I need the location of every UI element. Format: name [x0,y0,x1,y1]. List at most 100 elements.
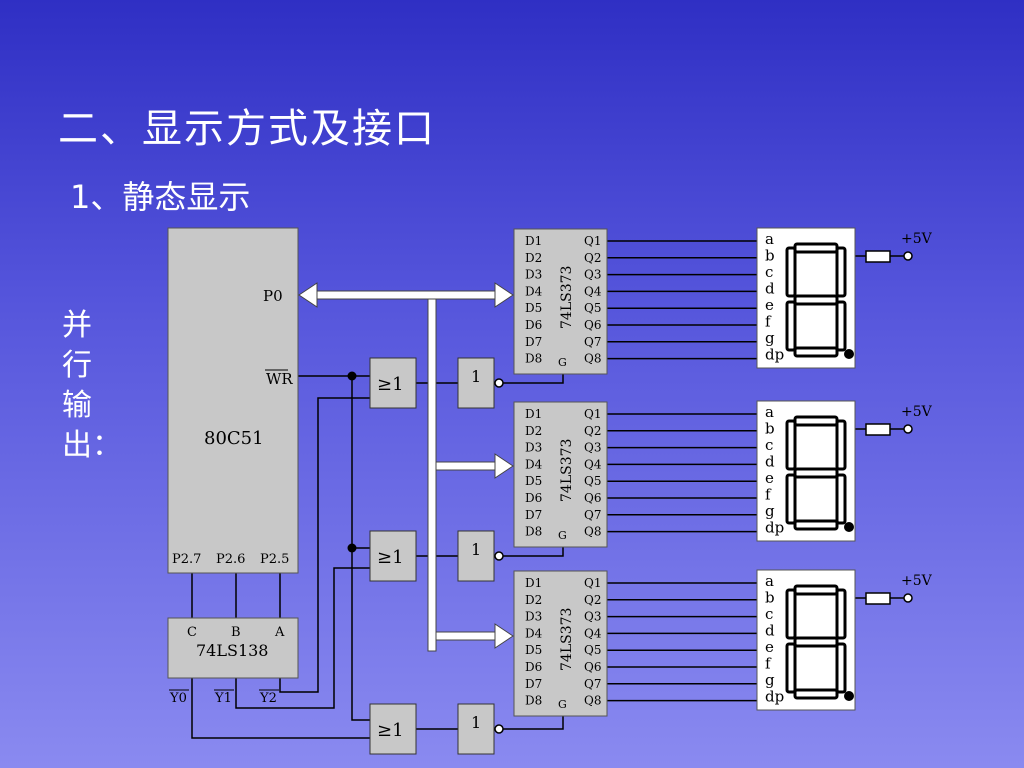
bus-segment [435,631,498,641]
power-terminal [903,251,913,261]
digit-segment [785,642,797,694]
digit-segment [793,584,839,596]
or-gate-label: ≥1 [377,720,404,741]
latch-d-pin: D1 [525,234,542,248]
latch-q-pin: Q4 [584,626,602,640]
segment-label: d [765,453,775,471]
latch-q-pin: Q1 [584,234,601,248]
segment-label: a [765,572,774,590]
latch-d-pin: D7 [525,677,542,691]
latch-chip [513,401,608,548]
not-to-g-wire [503,547,564,557]
wr-vertical-wire [351,376,370,721]
inverter-bubble [494,378,504,388]
latch-q-pin: Q3 [584,441,601,455]
latch-q-pin: Q6 [584,491,601,505]
or-gate-label: ≥1 [377,547,404,568]
latch-q-pin: Q6 [584,660,601,674]
latch-d-pin: D8 [525,352,542,366]
digit-segment [793,294,839,306]
junction-dot [347,543,357,553]
decoder-input-label: B [231,625,241,640]
latch-d-pin: D5 [525,301,542,315]
segment-label: a [765,230,774,248]
not-to-g-wire [503,716,564,730]
latch-q-pin: Q8 [584,352,601,366]
latch-q-pin: Q8 [584,525,601,539]
segment-label: dp [765,346,784,364]
latch-d-pin: D2 [525,593,542,607]
latch-d-pin: D5 [525,643,542,657]
bus-arrowhead [494,453,514,479]
mcu-chip [167,227,299,574]
digit-segment [793,688,839,700]
segment-label: b [765,589,775,607]
bus-arrowhead [298,282,318,308]
latch-q-pin: Q1 [584,576,601,590]
latch-d-pin: D3 [525,268,542,282]
bus-segment [435,461,498,471]
latch-d-pin: D6 [525,318,542,332]
data-bus [298,282,514,652]
segment-label: c [765,605,773,623]
power-label: +5V [901,573,933,589]
resistor [865,250,891,263]
not-to-g-wire [503,374,564,384]
latch-q-pin: Q5 [584,643,601,657]
segment-label: g [765,671,775,689]
digit-segment [793,467,839,479]
segment-label: dp [765,519,784,537]
decoder-output-label: Y1 [214,691,232,706]
or-gate [369,530,417,582]
decoder-output-label: Y2 [259,691,277,706]
segment-label: c [765,436,773,454]
section-subtitle: 1、静态显示 [70,178,251,216]
mcu-wr-label: WR [266,370,293,388]
decimal-point [844,522,854,532]
latch-q-pin: Q2 [584,424,601,438]
latch-g-pin: G [558,698,567,711]
segment-label: g [765,502,775,520]
segment-label: dp [765,688,784,706]
bus-segment [427,298,437,652]
latch-d-pin: D1 [525,407,542,421]
latch-name: 74LS373 [559,608,575,671]
segment-label: g [765,329,775,347]
mcu-p0-label: P0 [263,287,283,305]
segment-label: f [765,655,772,673]
mcu-port-label: P2.7 [172,552,201,567]
latch-d-pin: D8 [525,694,542,708]
segment-label: f [765,486,772,504]
digit-segment [835,246,847,298]
latch-q-pin: Q3 [584,610,601,624]
digit-segment [785,419,797,471]
latch-q-pin: Q8 [584,694,601,708]
decoder-chip [167,617,299,679]
digit-segment [793,242,839,254]
power-label: +5V [901,231,933,247]
side-label-char: 输 [62,388,92,423]
wires [191,240,904,739]
not-gate [457,703,495,755]
decoder-name: 74LS138 [196,641,268,660]
latch-d-pin: D3 [525,610,542,624]
or-gate-label: ≥1 [377,374,404,395]
latch-q-pin: Q4 [584,284,602,298]
digit-segment [785,300,797,352]
mcu-port-label: P2.5 [260,552,289,567]
side-label-char: 并 [62,308,92,343]
power-label: +5V [901,404,933,420]
segment-label: f [765,313,772,331]
latch-d-pin: D2 [525,424,542,438]
latch-d-pin: D7 [525,335,542,349]
latch-d-pin: D4 [525,284,543,298]
segment-label: e [765,638,774,656]
segment-label: a [765,403,774,421]
decimal-point [844,349,854,359]
y1-wire [235,567,370,709]
resistor [865,592,891,605]
digit-segment [835,473,847,525]
not-gate-label: 1 [471,713,481,732]
latch-d-pin: D8 [525,525,542,539]
digit-segment [785,588,797,640]
